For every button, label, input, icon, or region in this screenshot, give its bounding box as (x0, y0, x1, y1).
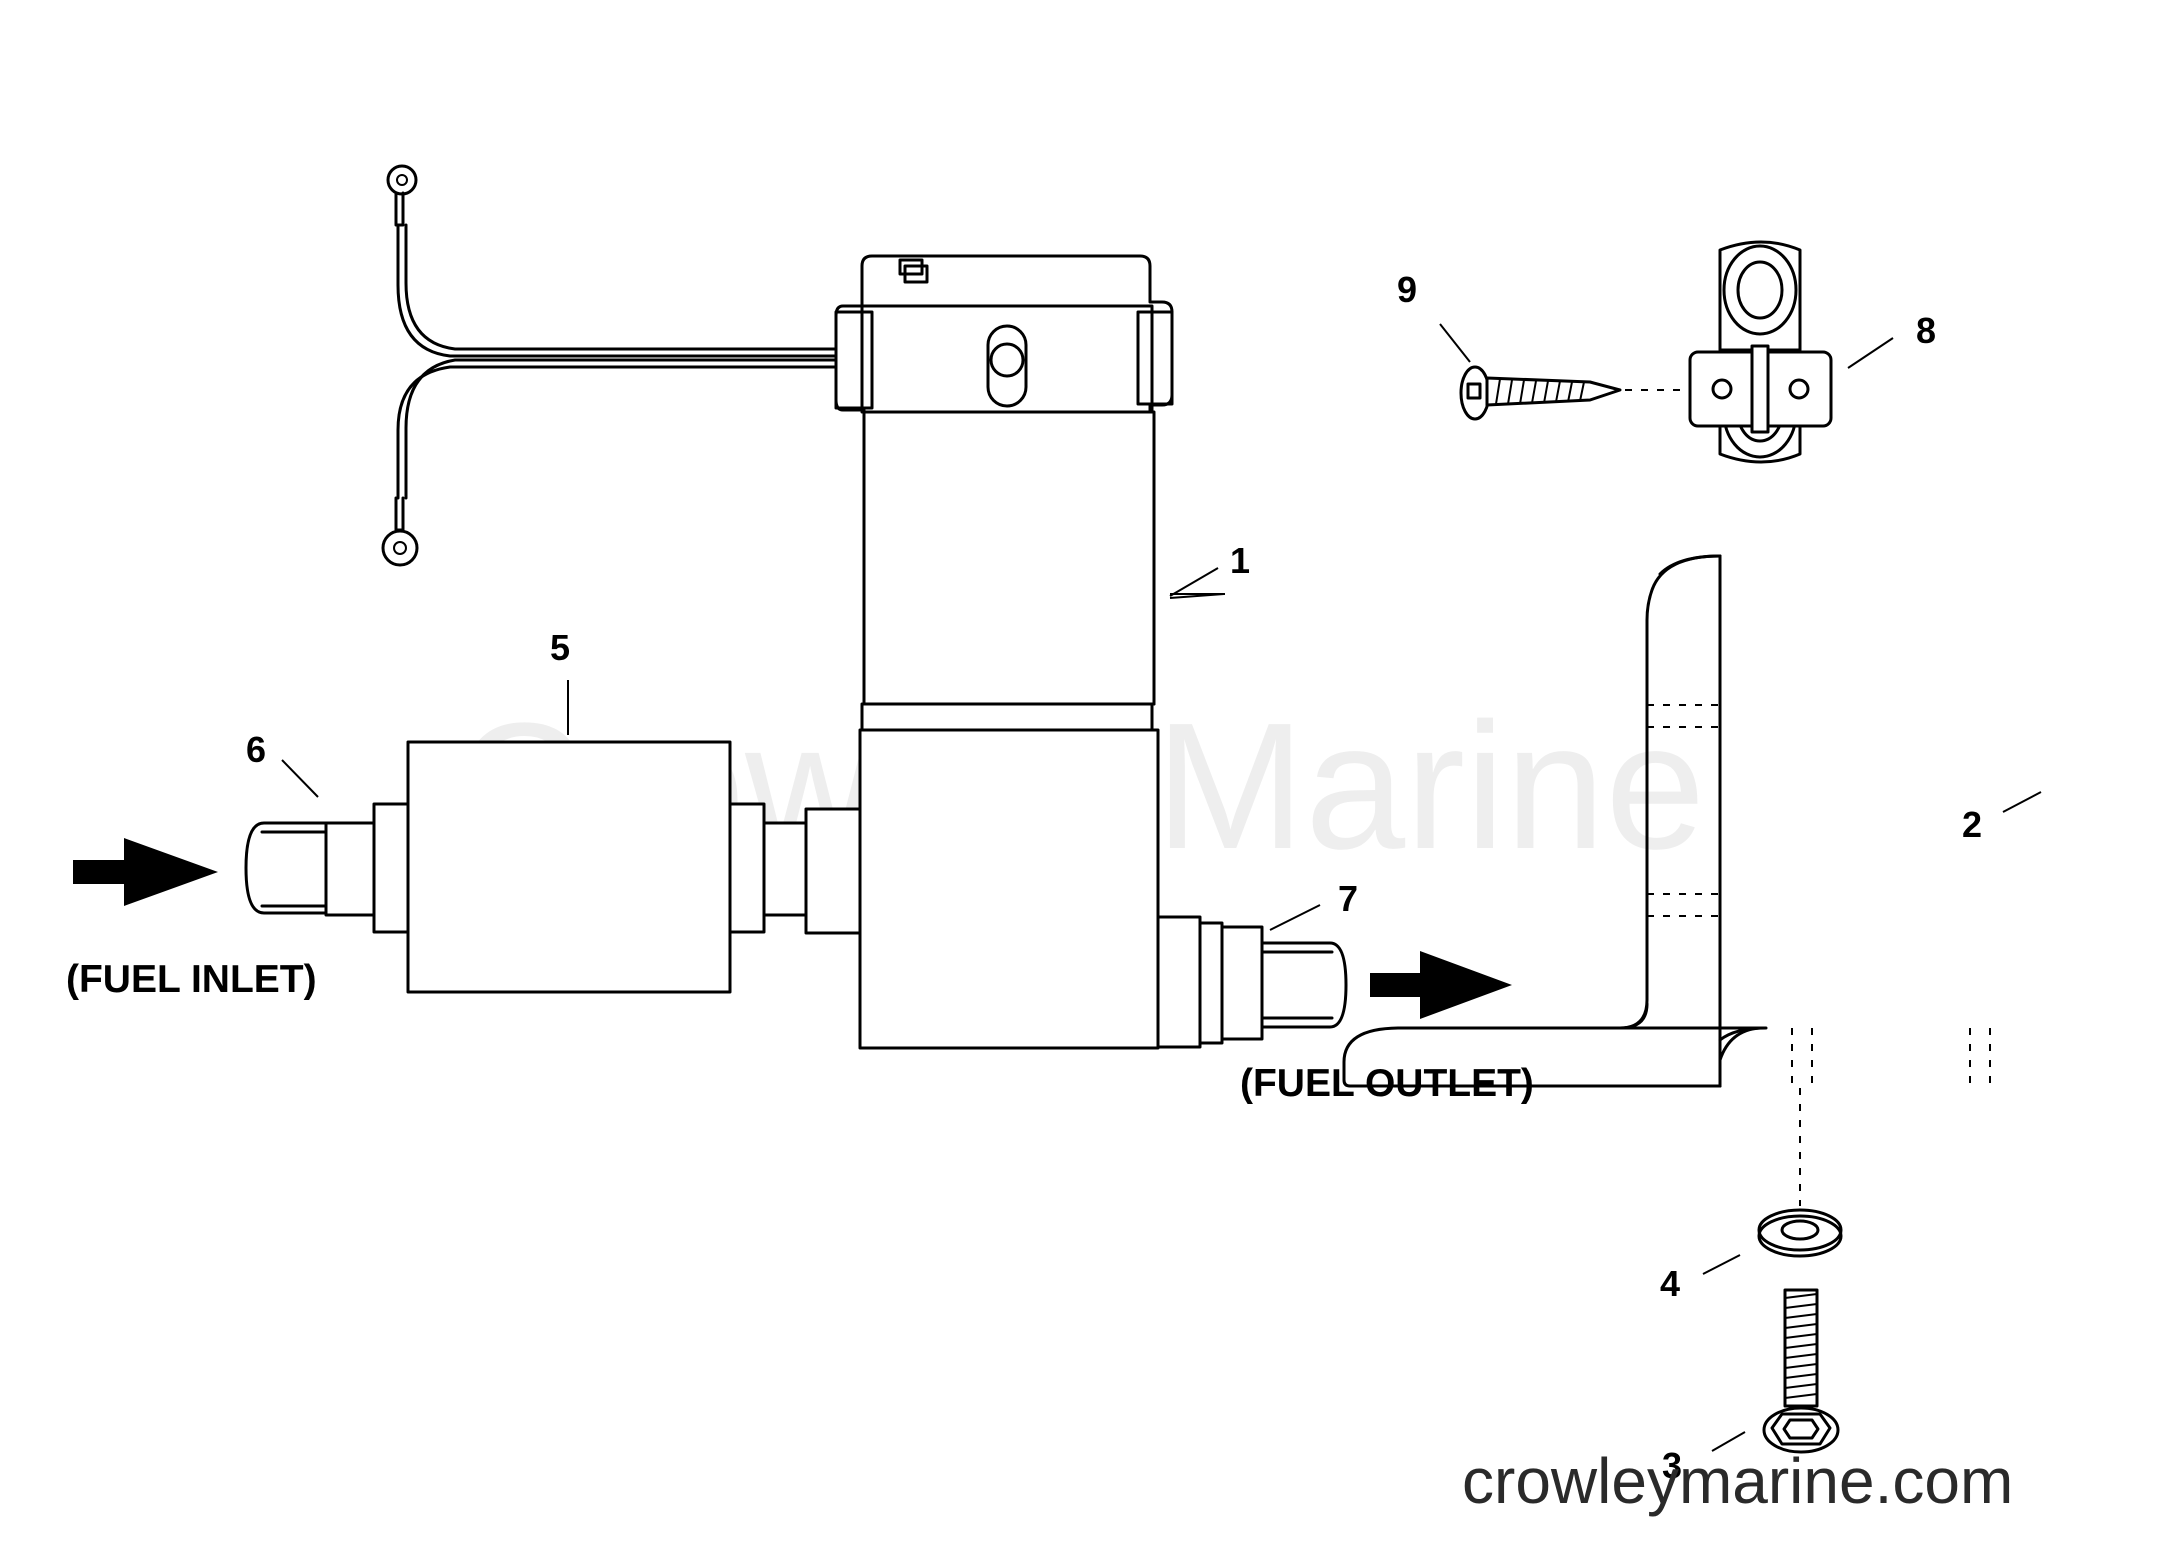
wire-harness (381, 164, 852, 567)
fuel-outlet-label: (FUEL OUTLET) (1240, 1062, 1534, 1105)
site-watermark: crowleymarine.com (1462, 1445, 2013, 1517)
callout-9: 9 (1397, 269, 1417, 310)
callout-7: 7 (1338, 878, 1358, 919)
inlet-arrow (73, 838, 218, 906)
mounting-bracket (1342, 554, 1991, 1088)
outlet-fitting (1198, 921, 1348, 1045)
callout-4: 4 (1660, 1263, 1680, 1304)
fuel-inlet-label: (FUEL INLET) (66, 958, 317, 1001)
leader-lines (281, 323, 2042, 1452)
callout-1: 1 (1230, 540, 1250, 581)
hex-bolt (1762, 1288, 1840, 1454)
flat-washer (1757, 1088, 1843, 1258)
callout-2: 2 (1962, 804, 1982, 845)
callout-5: 5 (550, 627, 570, 668)
fuel-filter (244, 740, 862, 994)
callout-6: 6 (246, 729, 266, 770)
callout-8: 8 (1916, 310, 1936, 351)
mounting-screw (1459, 365, 1690, 421)
outlet-arrow (1370, 951, 1512, 1019)
callout-3: 3 (1662, 1445, 1682, 1486)
clamp-clip (1688, 240, 1833, 464)
electric-fuel-pump (834, 254, 1202, 1050)
